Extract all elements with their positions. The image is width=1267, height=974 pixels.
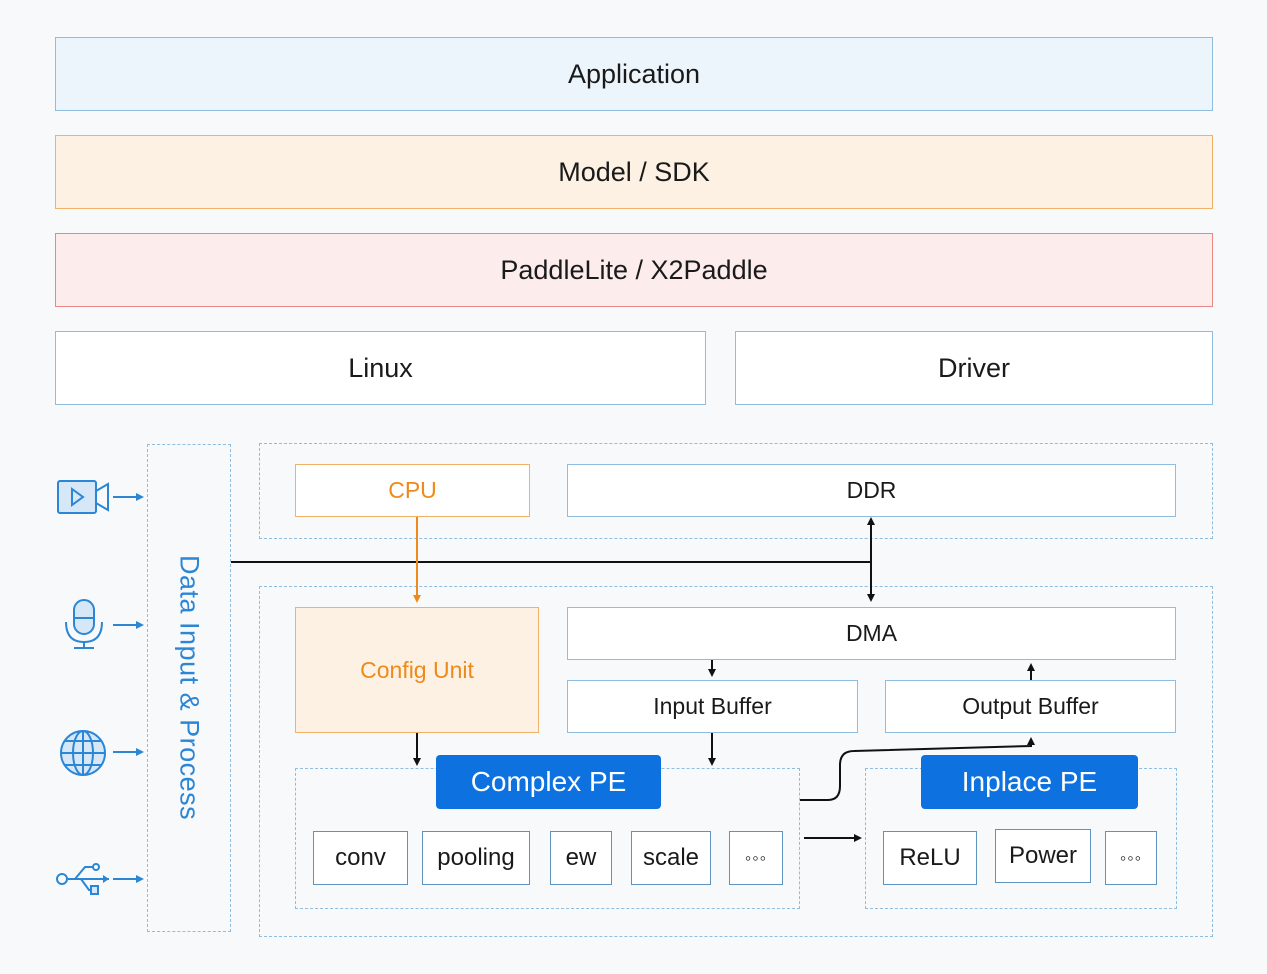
ddr-block: DDR (567, 464, 1176, 517)
driver-layer: Driver (735, 331, 1213, 405)
op-pooling: pooling (422, 831, 530, 885)
ellipsis-icon: ◦◦◦ (744, 847, 768, 868)
input-buffer-label: Input Buffer (653, 693, 772, 719)
op-conv: conv (313, 831, 408, 885)
data-input-label: Data Input & Process (174, 555, 205, 821)
ellipsis-icon: ◦◦◦ (1119, 847, 1143, 868)
op-ew: ew (550, 831, 612, 885)
output-buffer-label: Output Buffer (962, 693, 1099, 719)
complex-output-arrow (800, 737, 1035, 801)
driver-label: Driver (938, 352, 1010, 383)
microphone-icon (65, 599, 103, 649)
globe-icon (60, 730, 106, 776)
linux-layer: Linux (55, 331, 706, 405)
config-unit-label: Config Unit (360, 656, 474, 683)
paddle-layer: PaddleLite / X2Paddle (55, 233, 1213, 307)
complex-pe-label: Complex PE (470, 766, 627, 797)
model-sdk-layer: Model / SDK (55, 135, 1213, 209)
op-more-inplace: ◦◦◦ (1105, 831, 1157, 885)
linux-label: Linux (348, 352, 413, 383)
op-relu: ReLU (883, 831, 977, 885)
usb-icon (56, 863, 109, 895)
data-input-column (147, 444, 231, 932)
op-label: pooling (437, 844, 515, 871)
model-sdk-label: Model / SDK (558, 156, 710, 187)
dma-block: DMA (567, 607, 1176, 660)
ddr-label: DDR (846, 477, 897, 503)
inplace-pe-label: Inplace PE (961, 766, 1098, 797)
video-icon (57, 480, 109, 514)
op-label: ew (565, 844, 597, 871)
memory-region (259, 443, 1213, 539)
op-more-complex: ◦◦◦ (729, 831, 783, 885)
output-buffer-block: Output Buffer (885, 680, 1176, 733)
complex-pe-title: Complex PE (436, 755, 661, 809)
op-power: Power (995, 829, 1091, 883)
application-label: Application (567, 58, 701, 89)
config-unit-block: Config Unit (295, 607, 539, 733)
op-label: conv (335, 844, 386, 871)
data-input-label-wrapper: Data Input & Process (147, 444, 231, 932)
paddle-label: PaddleLite / X2Paddle (500, 254, 768, 285)
op-label: ReLU (899, 844, 961, 871)
op-scale: scale (631, 831, 711, 885)
op-label: Power (1008, 842, 1078, 869)
cpu-label: CPU (388, 477, 437, 503)
cpu-block: CPU (295, 464, 530, 517)
dma-label: DMA (845, 620, 898, 646)
application-layer: Application (55, 37, 1213, 111)
op-label: scale (642, 844, 700, 871)
inplace-pe-title: Inplace PE (921, 755, 1138, 809)
input-buffer-block: Input Buffer (567, 680, 858, 733)
accelerator-region (259, 586, 1213, 937)
